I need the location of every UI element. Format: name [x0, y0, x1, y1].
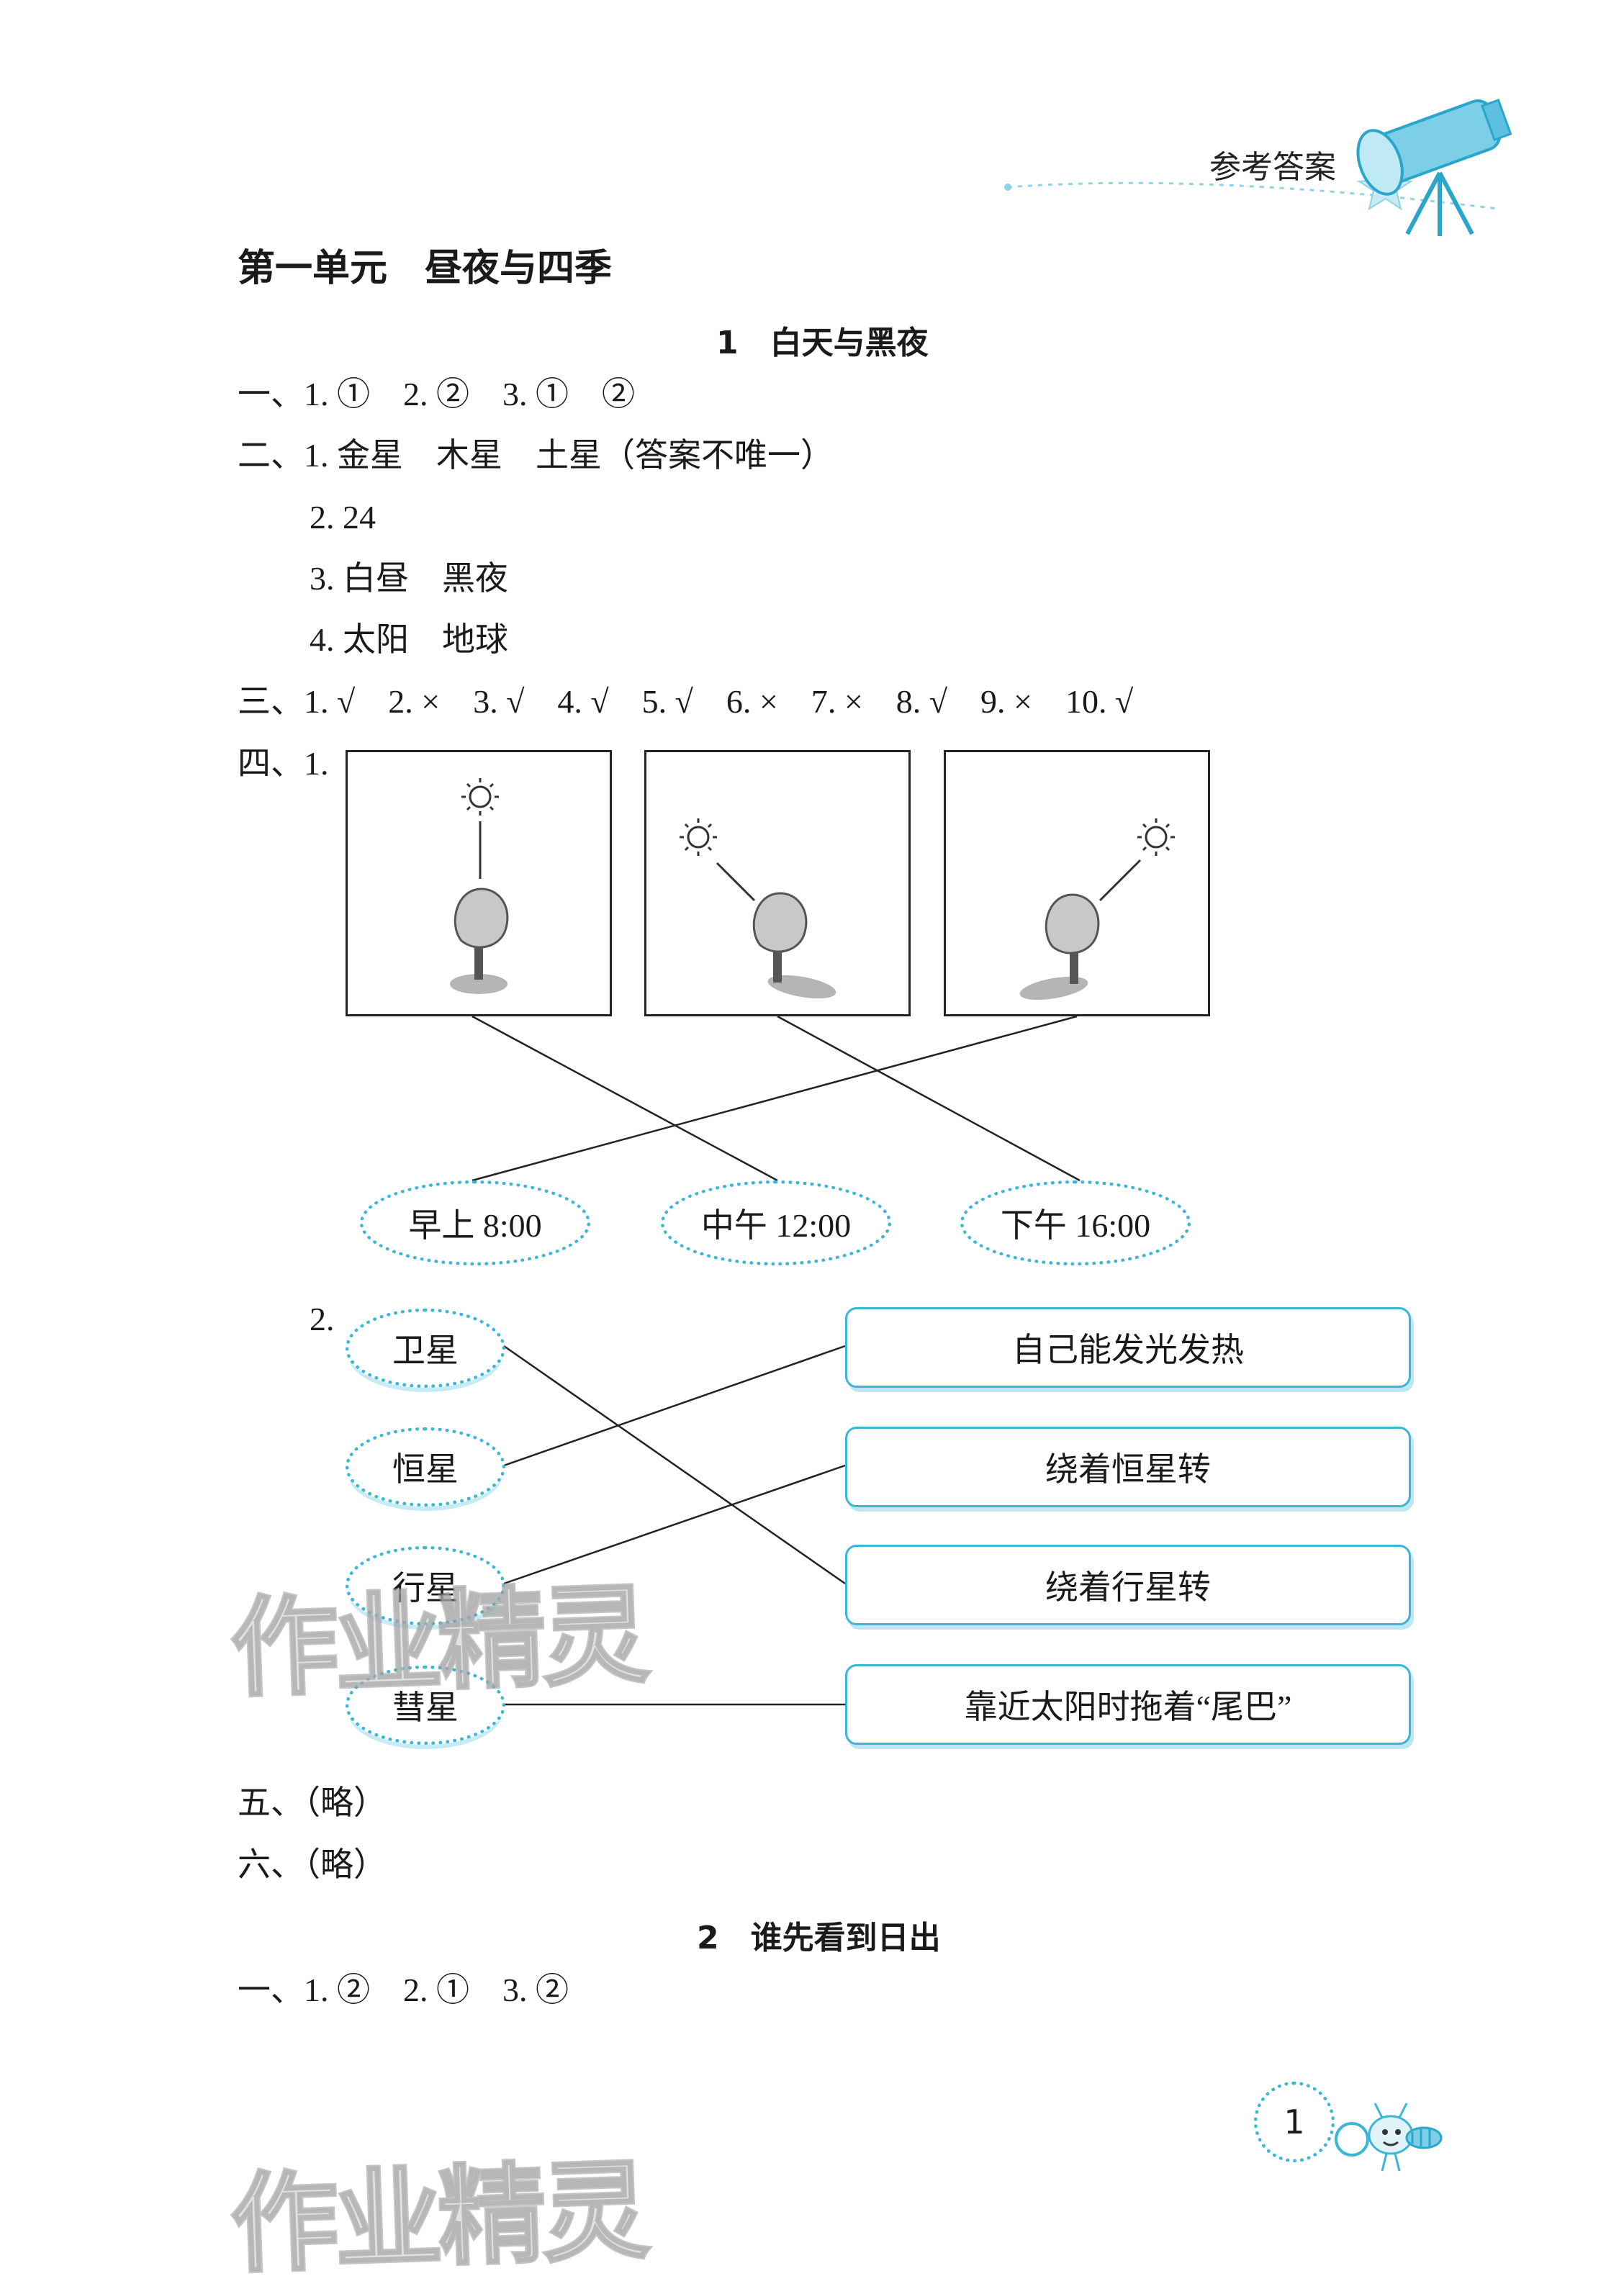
telescope-icon: [1004, 99, 1512, 236]
page-number: 1: [1284, 2103, 1305, 2141]
page-number-badge: 1: [1254, 2082, 1335, 2162]
description-text: 绕着行星转: [1045, 1569, 1211, 1606]
answer-line: 二、1. 金星 木星 土星（答案不唯一）: [238, 437, 834, 474]
body-label: 行星: [392, 1570, 459, 1607]
question-label: 四、1.: [238, 745, 329, 782]
description-box: 靠近太阳时拖着“尾巴”: [845, 1664, 1411, 1745]
body-oval-satellite: 卫星: [346, 1309, 505, 1388]
body-label: 卫星: [392, 1332, 459, 1369]
description-box: 绕着恒星转: [845, 1427, 1411, 1507]
description-text: 自己能发光发热: [1012, 1332, 1244, 1368]
time-oval-morning: 早上 8:00: [360, 1180, 590, 1265]
body-label: 恒星: [392, 1451, 459, 1488]
picture-noon: [644, 750, 911, 1016]
time-label: 早上 8:00: [408, 1207, 542, 1244]
body-oval-comet: 彗星: [346, 1666, 505, 1745]
sun-icon: [461, 778, 499, 816]
time-label: 下午 16:00: [1000, 1207, 1151, 1244]
time-label: 中午 12:00: [700, 1207, 852, 1244]
description-text: 绕着恒星转: [1045, 1451, 1211, 1488]
body-label: 彗星: [392, 1689, 459, 1726]
answer-line: 一、1. ① 2. ② 3. ① ②: [238, 376, 635, 412]
unit-title: 第一单元 昼夜与四季: [238, 247, 613, 290]
lesson1-title: 1 白天与黑夜: [716, 325, 929, 361]
picture-morning: [346, 750, 612, 1016]
watermark: 作业精灵: [227, 2147, 649, 2290]
sun-icon: [680, 818, 717, 856]
answer-line: 六、（略）: [238, 1846, 387, 1883]
lesson2-title: 2 谁先看到日出: [697, 1920, 941, 1956]
body-oval-planet: 行星: [346, 1546, 505, 1625]
picture-afternoon: [944, 750, 1210, 1016]
time-oval-afternoon: 下午 16:00: [960, 1180, 1191, 1265]
answer-line: 一、1. ② 2. ① 3. ②: [238, 1972, 569, 2008]
watermark: 作业精灵: [227, 1571, 649, 1714]
answer-line: 三、1. √ 2. × 3. √ 4. √ 5. √ 6. × 7. × 8. …: [238, 683, 1134, 720]
answer-line: 4. 太阳 地球: [310, 621, 508, 658]
mascot-icon: [1335, 2103, 1443, 2172]
answer-line: 五、（略）: [238, 1784, 387, 1821]
answer-line: 3. 白昼 黑夜: [310, 560, 508, 597]
sun-icon: [1137, 818, 1175, 856]
answer-line: 2. 24: [310, 499, 376, 536]
time-oval-noon: 中午 12:00: [661, 1180, 891, 1265]
question-label: 2.: [310, 1301, 335, 1337]
description-text: 靠近太阳时拖着“尾巴”: [964, 1689, 1292, 1725]
body-oval-star: 恒星: [346, 1427, 505, 1507]
header-title: 参考答案: [1209, 149, 1336, 186]
description-box: 绕着行星转: [845, 1545, 1411, 1625]
description-box: 自己能发光发热: [845, 1307, 1411, 1388]
